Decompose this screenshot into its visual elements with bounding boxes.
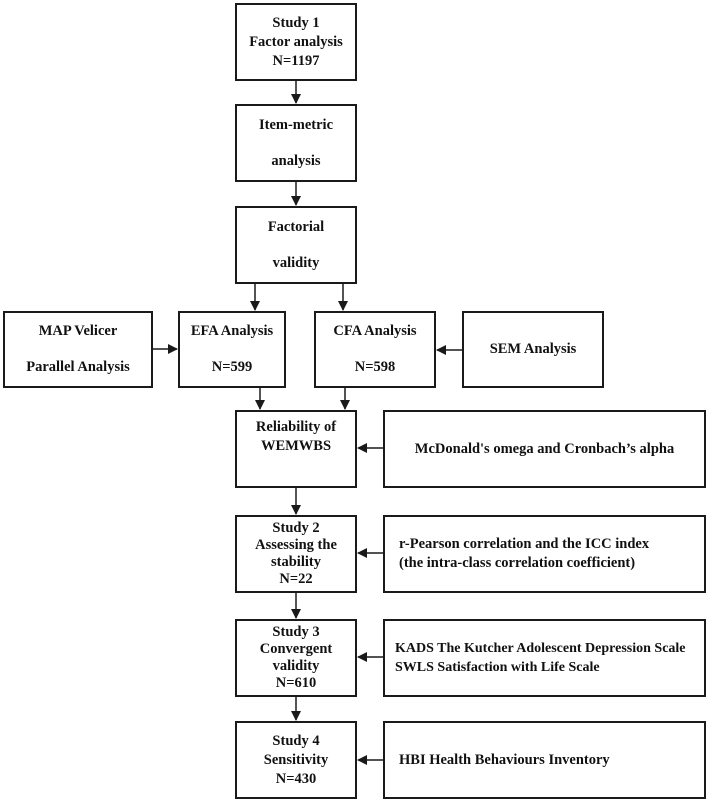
item-metric-line-1: Item-metric <box>258 116 334 133</box>
study3-line-4: N=610 <box>275 675 317 691</box>
omega-line-1: McDonald's omega and Cronbach’s alpha <box>414 440 675 457</box>
pearson-line-1: r-Pearson correlation and the ICC index <box>399 536 650 552</box>
cfa-line-2: N=598 <box>354 359 396 375</box>
study4-line-2: Sensitivity <box>263 751 329 768</box>
study4-line-3: N=430 <box>275 770 317 787</box>
omega-alpha-box: McDonald's omega and Cronbach’s alpha <box>383 410 706 488</box>
study1-line-3: N=1197 <box>272 52 320 69</box>
study2-box: Study 2 Assessing the stability N=22 <box>235 515 357 593</box>
study3-line-1: Study 3 <box>272 624 320 640</box>
kads-line-1: KADS The Kutcher Adolescent Depression S… <box>395 641 686 656</box>
map-line-2: Parallel Analysis <box>26 359 130 375</box>
cfa-line-1: CFA Analysis <box>333 323 417 339</box>
study1-box: Study 1 Factor analysis N=1197 <box>235 3 357 81</box>
pearson-icc-box: r-Pearson correlation and the ICC index … <box>383 515 706 593</box>
efa-line-2: N=599 <box>211 359 253 375</box>
study3-line-2: Convergent <box>259 641 333 657</box>
item-metric-box: Item-metric analysis <box>235 104 357 182</box>
sem-line-1: SEM Analysis <box>489 341 577 357</box>
study4-line-1: Study 4 <box>272 732 320 749</box>
kads-swls-box: KADS The Kutcher Adolescent Depression S… <box>383 619 706 697</box>
hbi-line-1: HBI Health Behaviours Inventory <box>399 751 610 768</box>
study2-line-2: Assessing the <box>255 537 337 553</box>
map-velicer-box: MAP Velicer Parallel Analysis <box>3 311 153 388</box>
efa-analysis-box: EFA Analysis N=599 <box>178 311 286 388</box>
study4-box: Study 4 Sensitivity N=430 <box>235 721 357 799</box>
study2-line-4: N=22 <box>279 571 313 587</box>
study3-box: Study 3 Convergent validity N=610 <box>235 619 357 697</box>
factorial-line-1: Factorial <box>267 218 325 235</box>
factorial-line-2: validity <box>272 254 320 271</box>
factorial-validity-box: Factorial validity <box>235 206 357 284</box>
map-line-1: MAP Velicer <box>38 323 118 339</box>
cfa-analysis-box: CFA Analysis N=598 <box>314 311 436 388</box>
reliability-line-2: WEMWBS <box>260 438 332 454</box>
study1-line-1: Study 1 <box>272 14 320 31</box>
study3-line-3: validity <box>272 658 320 674</box>
pearson-line-2: (the intra-class correlation coefficient… <box>399 555 636 571</box>
efa-line-1: EFA Analysis <box>190 323 274 339</box>
reliability-line-1: Reliability of <box>255 419 337 435</box>
study1-line-2: Factor analysis <box>249 33 343 50</box>
reliability-box: Reliability of WEMWBS <box>235 410 357 488</box>
hbi-box: HBI Health Behaviours Inventory <box>383 721 706 799</box>
item-metric-line-2: analysis <box>271 152 321 169</box>
sem-analysis-box: SEM Analysis <box>462 311 604 388</box>
kads-line-2: SWLS Satisfaction with Life Scale <box>395 660 600 675</box>
study2-line-3: stability <box>271 554 321 570</box>
study2-line-1: Study 2 <box>272 520 320 536</box>
